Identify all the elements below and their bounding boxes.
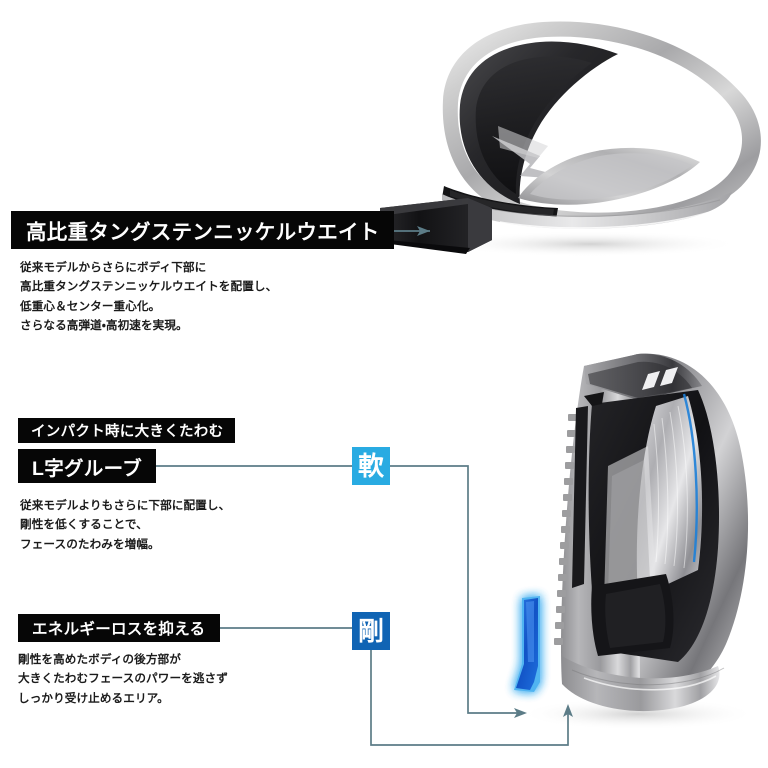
body-line: 従来モデルからさらにボディ下部に [20, 261, 207, 274]
arrowhead-soft [514, 708, 527, 718]
body-line: 低重心＆センター重心化。 [20, 299, 161, 313]
callout-body-energy-loss: 剛性を高めたボディの後方部が 大きくたわむフェースのパワーを逃さず しっかり受け… [18, 650, 228, 708]
body-line: しっかり受け止めるエリア。 [18, 691, 169, 705]
callout-eyebrow-l-groove: インパクト時に大きくたわむ [18, 418, 236, 443]
leader-hard-to-body [370, 650, 569, 746]
body-line: 大きくたわむフェースのパワーを逃さず [18, 672, 228, 686]
callout-body-l-groove: 従来モデルよりもさらに下部に配置し、 剛性を低くすることで、 フェースのたわみを… [20, 496, 230, 554]
arrowhead-tungsten [417, 226, 430, 236]
callout-heading-energy-loss: エネルギーロスを抑える [18, 614, 221, 642]
badge-soft: 軟 [352, 447, 390, 485]
body-line: 高比重タングステンニッケルウエイトを配置し、 [20, 280, 278, 294]
leader-soft-to-groove [390, 465, 519, 714]
callout-heading-l-groove: L字グルーブ [18, 449, 157, 483]
callout-heading-tungsten-weight: 高比重タングステンニッケルウエイト [11, 211, 394, 249]
body-line: フェースのたわみを増幅。 [20, 537, 160, 551]
body-line: 剛性を高めたボディの後方部が [18, 653, 181, 666]
body-line: 剛性を低くすることで、 [20, 518, 148, 532]
arrowhead-hard [563, 704, 573, 717]
body-line: 従来モデルよりもさらに下部に配置し、 [20, 499, 231, 512]
callout-body-tungsten-weight: 従来モデルからさらにボディ下部に 高比重タングステンニッケルウエイトを配置し、 … [20, 258, 277, 336]
body-line: さらなる高弾道・高初速を実現。 [20, 319, 188, 333]
badge-hard: 剛 [352, 612, 390, 650]
